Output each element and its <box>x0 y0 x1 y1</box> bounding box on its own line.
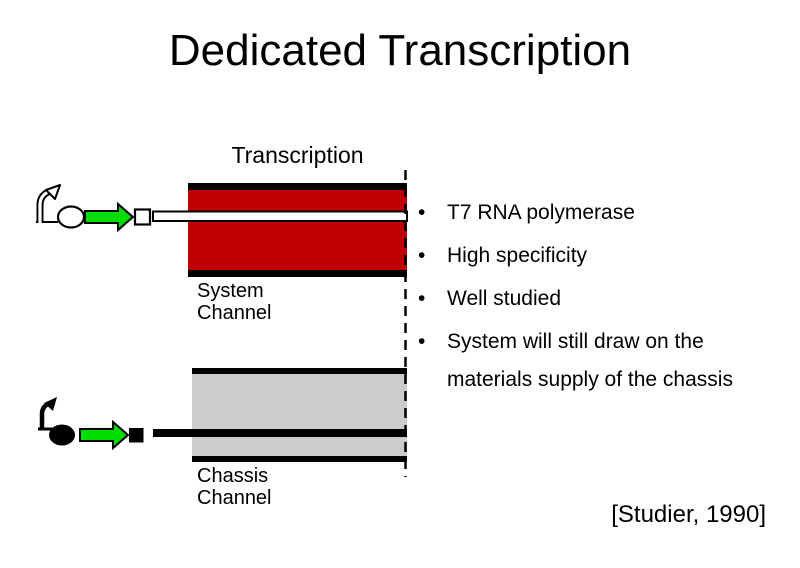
bullet-item: • T7 RNA polymerase <box>412 194 752 232</box>
system-channel-box <box>188 183 407 277</box>
terminator-square-icon <box>129 428 144 443</box>
bullet-dot-icon: • <box>418 287 426 310</box>
bullet-list: • T7 RNA polymerase • High specificity •… <box>412 194 752 404</box>
page-title: Dedicated Transcription <box>168 26 632 75</box>
bullet-item: • System will still draw on the material… <box>412 323 752 399</box>
bullet-dot-icon: • <box>418 330 426 353</box>
bullet-text: System will still draw on the materials … <box>447 330 733 391</box>
bullet-text: High specificity <box>447 244 588 267</box>
chassis-channel-label: Chassis Channel <box>197 465 272 509</box>
chassis-construct <box>38 397 144 451</box>
chassis-channel-label-line2: Channel <box>197 487 272 509</box>
chassis-channel-label-line1: Chassis <box>197 465 269 487</box>
bent-promoter-arrow-icon <box>39 401 50 429</box>
terminator-square-icon <box>133 208 152 226</box>
bullet-text: T7 RNA polymerase <box>447 201 635 224</box>
chassis-channel-box <box>192 368 407 462</box>
bent-promoter-arrow-icon <box>36 188 50 223</box>
bent-promoter-arrowhead-icon <box>45 184 61 200</box>
system-channel-label-line2: Channel <box>197 302 272 324</box>
system-channel-label-line1: System <box>197 280 264 302</box>
operator-ellipse-icon <box>49 424 75 446</box>
bullet-dot-icon: • <box>418 244 426 267</box>
bullet-dot-icon: • <box>418 201 426 224</box>
citation: [Studier, 1990] <box>611 501 766 528</box>
bullet-item: • High specificity <box>412 237 752 275</box>
system-construct <box>36 184 152 233</box>
bent-promoter-arrow-inner <box>38 190 49 223</box>
transcription-label: Transcription <box>231 142 364 168</box>
gene-arrow-icon <box>79 419 130 451</box>
system-channel-label: System Channel <box>197 280 272 324</box>
gene-arrow-icon <box>84 201 135 233</box>
bullet-text: Well studied <box>447 287 562 310</box>
bent-promoter-arrowhead-icon <box>44 397 57 411</box>
bullet-item: • Well studied <box>412 280 752 318</box>
operator-ellipse-icon <box>56 205 86 229</box>
